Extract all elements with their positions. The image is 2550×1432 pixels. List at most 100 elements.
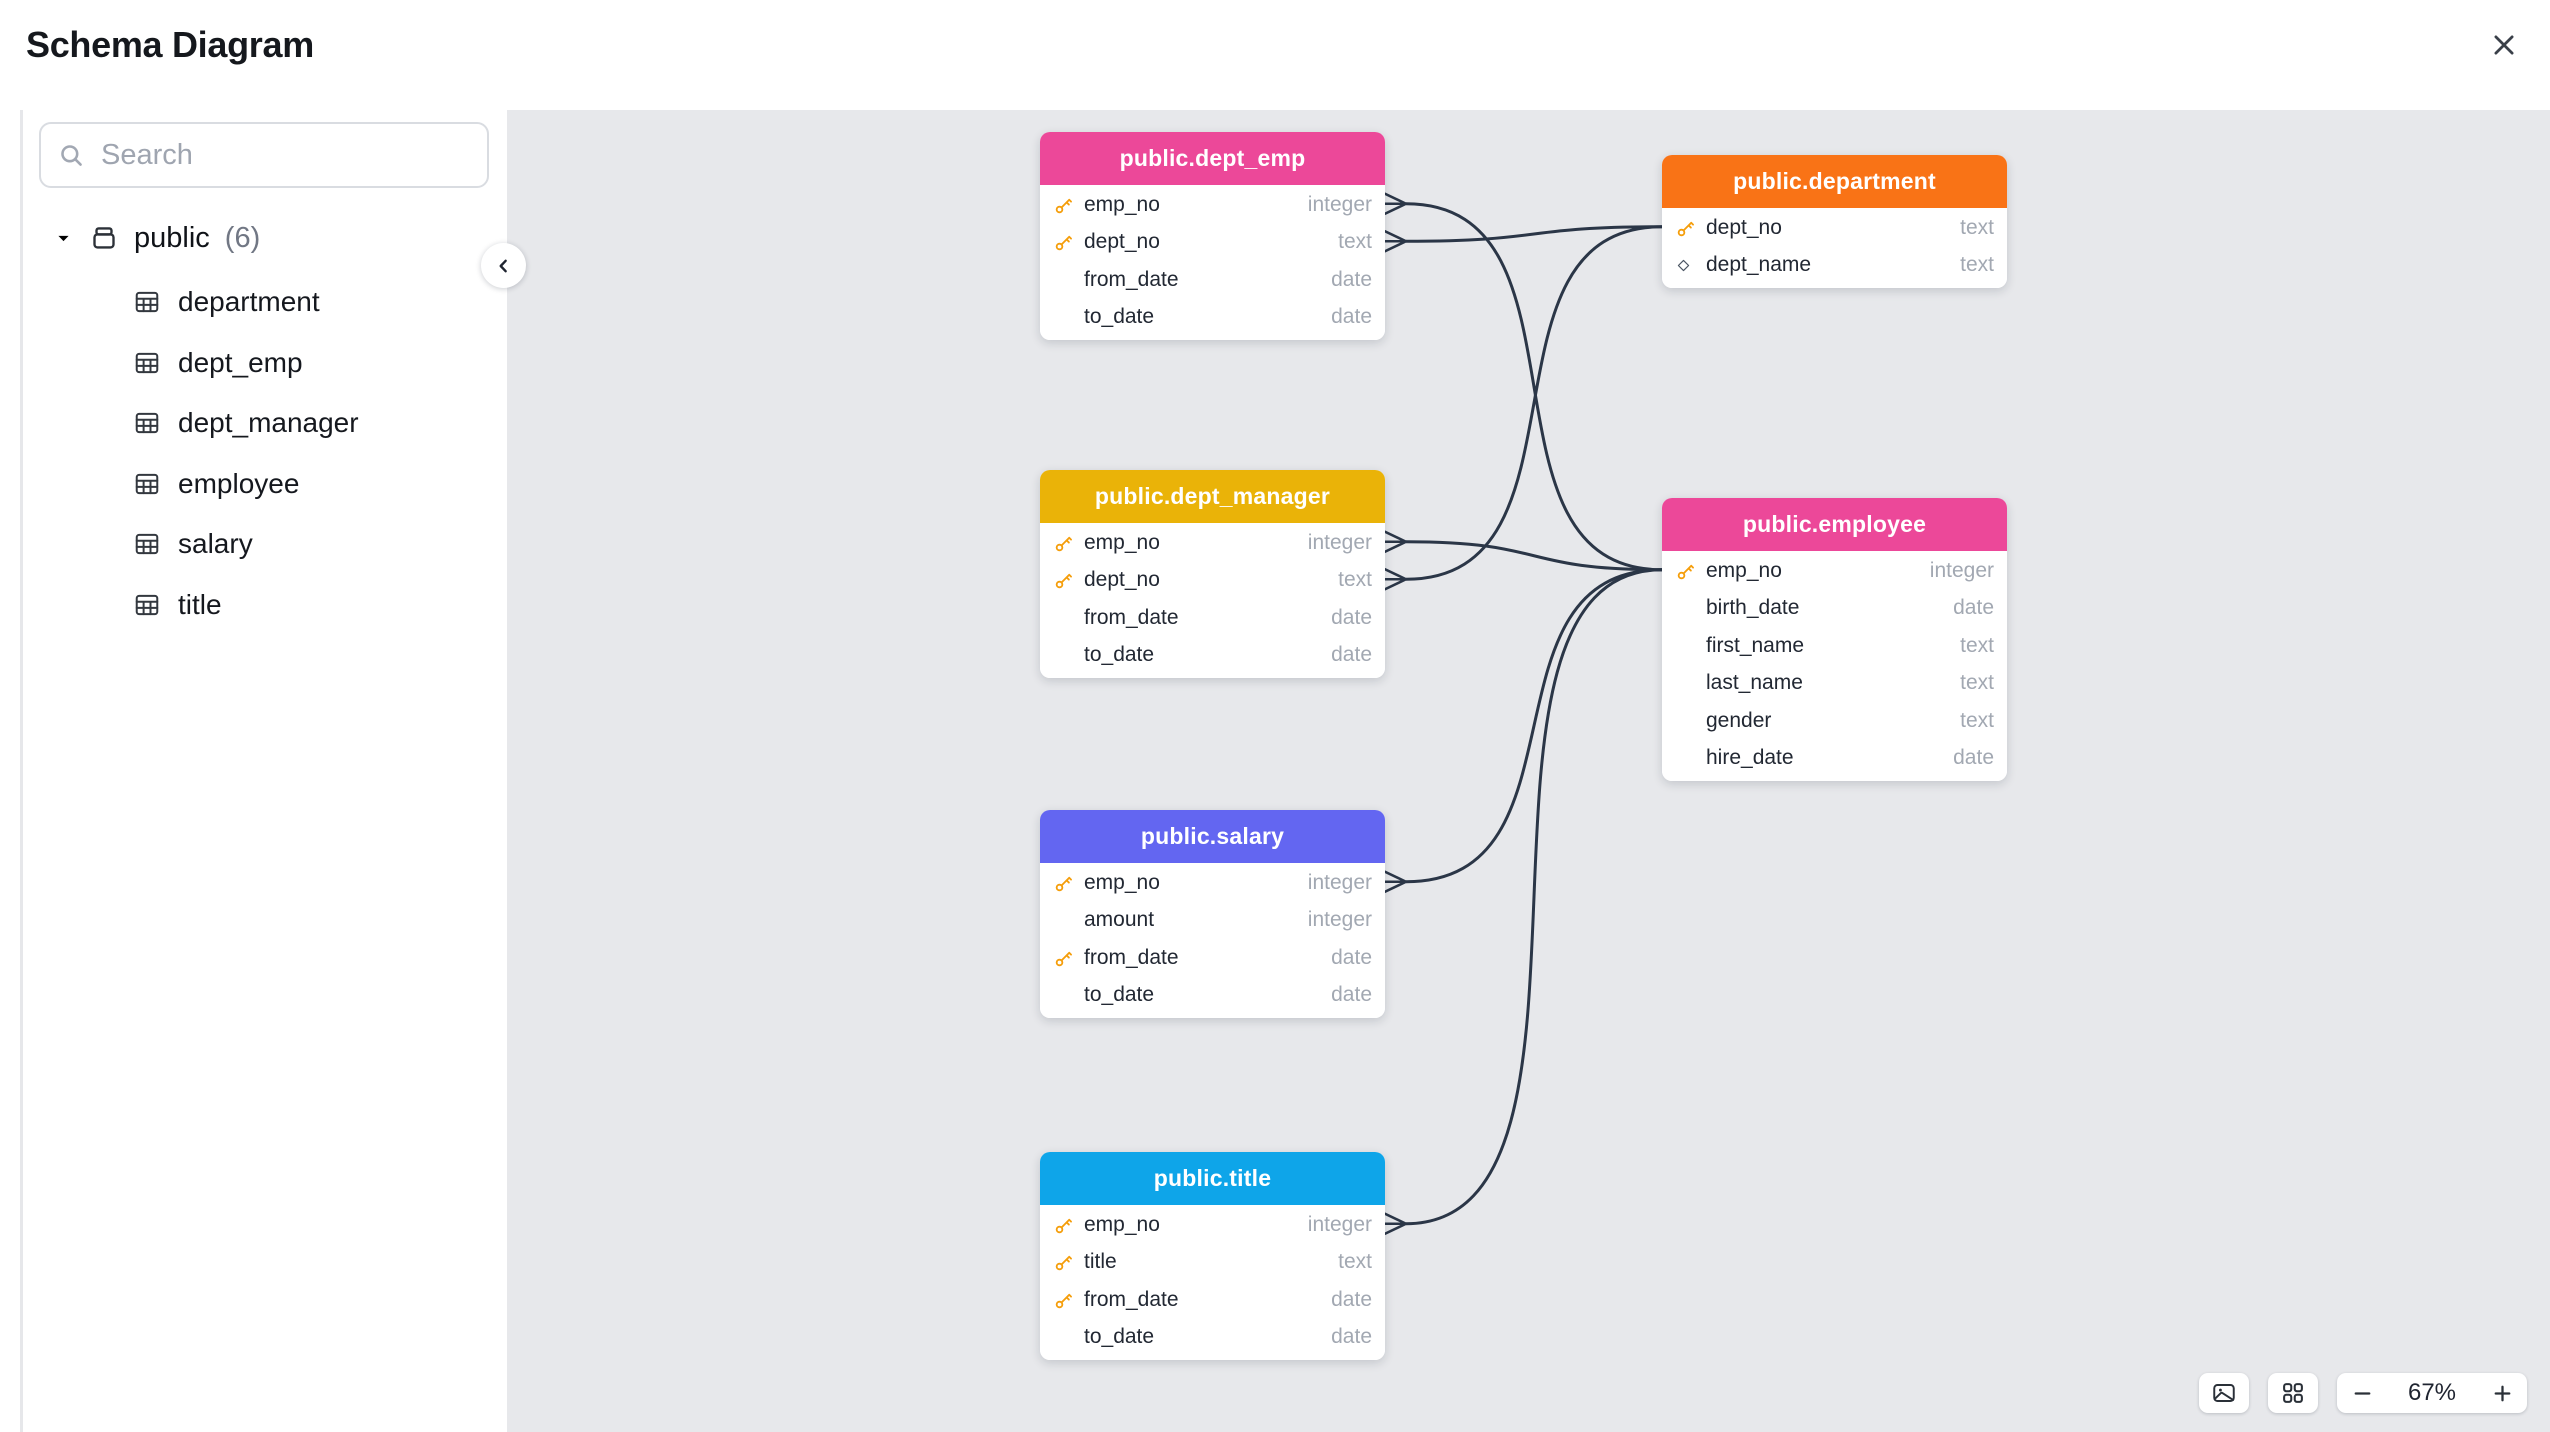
sidebar-item-title[interactable]: title (23, 575, 507, 636)
column-type: text (1338, 568, 1372, 592)
key-icon (1675, 560, 1706, 582)
sidebar-item-department[interactable]: department (23, 272, 507, 333)
sidebar-item-label: salary (178, 528, 253, 560)
column-name: to_date (1084, 643, 1155, 667)
table-node-header: public.department (1662, 155, 2007, 208)
column-type: date (1331, 643, 1372, 667)
sidebar-item-label: dept_emp (178, 346, 303, 378)
sidebar-item-label: employee (178, 467, 300, 499)
column-type: date (1953, 596, 1994, 620)
column-type: text (1960, 215, 1994, 239)
sidebar-item-dept_manager[interactable]: dept_manager (23, 393, 507, 454)
column-type: date (1331, 605, 1372, 629)
key-icon (1053, 194, 1084, 216)
column-name: from_date (1084, 267, 1179, 291)
column-name: from_date (1084, 1287, 1179, 1311)
zoom-in-button[interactable] (2477, 1373, 2527, 1413)
column-name: gender (1706, 708, 1772, 732)
chevron-left-icon (493, 255, 515, 277)
sidebar-item-dept_emp[interactable]: dept_emp (23, 333, 507, 394)
close-button[interactable] (2482, 23, 2526, 67)
table-node-header: public.dept_manager (1040, 470, 1385, 523)
table-icon (133, 591, 161, 619)
column-name: dept_no (1084, 568, 1160, 592)
schema-count: (6) (224, 221, 261, 254)
zoom-level: 67% (2407, 1379, 2457, 1406)
table-node-title: public.salary (1140, 823, 1285, 849)
zoom-control: 67% (2337, 1373, 2527, 1413)
diagram-canvas[interactable] (503, 110, 2550, 1432)
sidebar: public (6) department dept_emp dept_manage… (20, 110, 507, 1432)
schema-tree: public (6) department dept_emp dept_manage… (23, 210, 507, 635)
column-row: from_date date (1040, 1281, 1385, 1319)
key-icon (1053, 532, 1084, 554)
column-name: dept_name (1706, 253, 1812, 277)
minus-icon (2350, 1381, 2375, 1406)
search-input[interactable] (99, 137, 480, 173)
column-type: date (1331, 1287, 1372, 1311)
column-type: integer (1307, 192, 1372, 216)
diamond-icon (1675, 257, 1706, 274)
table-list: department dept_emp dept_manager employee sa… (23, 272, 507, 635)
table-node-header: public.dept_emp (1040, 132, 1385, 185)
column-name: to_date (1084, 305, 1155, 329)
column-name: first_name (1706, 633, 1805, 657)
column-row: dept_no text (1040, 562, 1385, 600)
sidebar-item-salary[interactable]: salary (23, 514, 507, 575)
column-type: text (1960, 253, 1994, 277)
table-icon (133, 530, 161, 558)
column-name: to_date (1084, 1325, 1155, 1349)
table-node-header: public.employee (1662, 498, 2007, 551)
column-type: text (1960, 671, 1994, 695)
table-icon (133, 349, 161, 377)
column-type: date (1331, 945, 1372, 969)
sidebar-collapse-button[interactable] (481, 243, 526, 288)
search-icon (57, 141, 85, 169)
page-title: Schema Diagram (26, 24, 314, 65)
column-name: last_name (1706, 671, 1803, 695)
column-row: to_date date (1040, 299, 1385, 337)
sidebar-item-label: dept_manager (178, 407, 359, 439)
column-type: text (1338, 1250, 1372, 1274)
column-name: to_date (1084, 983, 1155, 1007)
column-row: to_date date (1040, 637, 1385, 675)
column-name: amount (1084, 908, 1155, 932)
export-image-button[interactable] (2199, 1373, 2249, 1413)
table-icon (133, 288, 161, 316)
schema-node-public[interactable]: public (6) (23, 210, 507, 266)
column-name: hire_date (1706, 746, 1794, 770)
column-row: dept_name text (1662, 247, 2007, 285)
column-type: date (1331, 305, 1372, 329)
table-icon (133, 409, 161, 437)
sidebar-item-label: title (178, 588, 222, 620)
sidebar-item-employee[interactable]: employee (23, 454, 507, 515)
key-icon (1053, 569, 1084, 591)
column-name: emp_no (1084, 1212, 1160, 1236)
plus-icon (2490, 1381, 2515, 1406)
zoom-out-button[interactable] (2337, 1373, 2387, 1413)
fit-view-button[interactable] (2268, 1373, 2318, 1413)
